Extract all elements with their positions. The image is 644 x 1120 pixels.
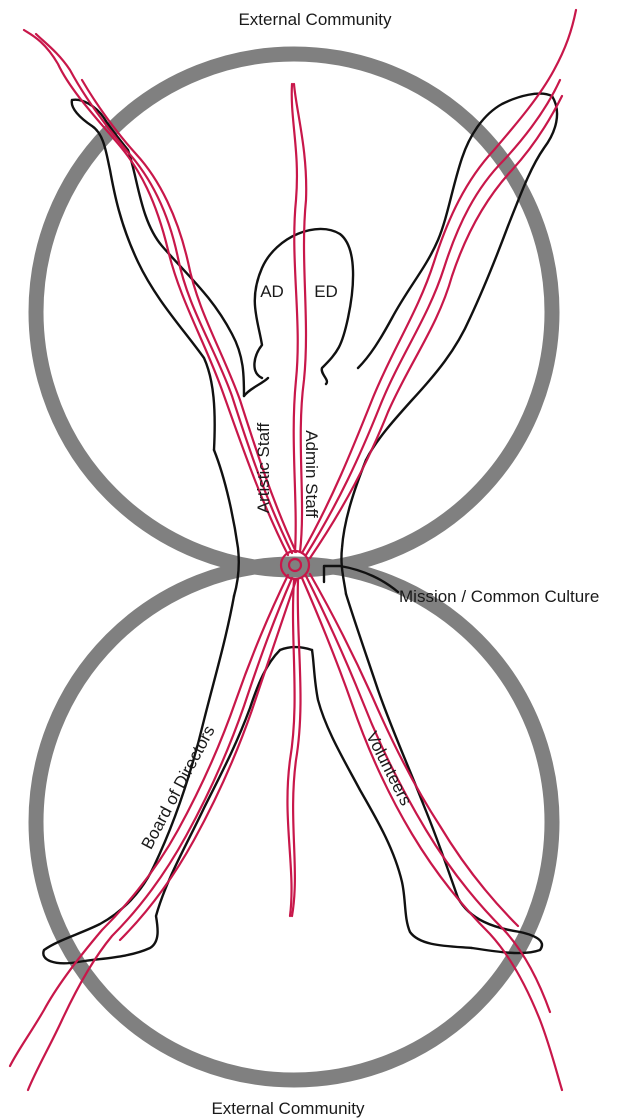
ed-label: ED — [314, 282, 338, 301]
top-community-label: External Community — [238, 10, 392, 29]
board-label: Board of Directors — [138, 722, 219, 852]
admin-staff-label: Admin Staff — [302, 430, 321, 518]
artistic-staff-label: Artistic Staff — [254, 423, 273, 514]
connection-veins — [10, 10, 576, 1090]
figure-outline — [43, 94, 557, 964]
bottom-community-label: External Community — [211, 1099, 365, 1118]
ad-label: AD — [260, 282, 284, 301]
mission-label: Mission / Common Culture — [399, 587, 599, 606]
